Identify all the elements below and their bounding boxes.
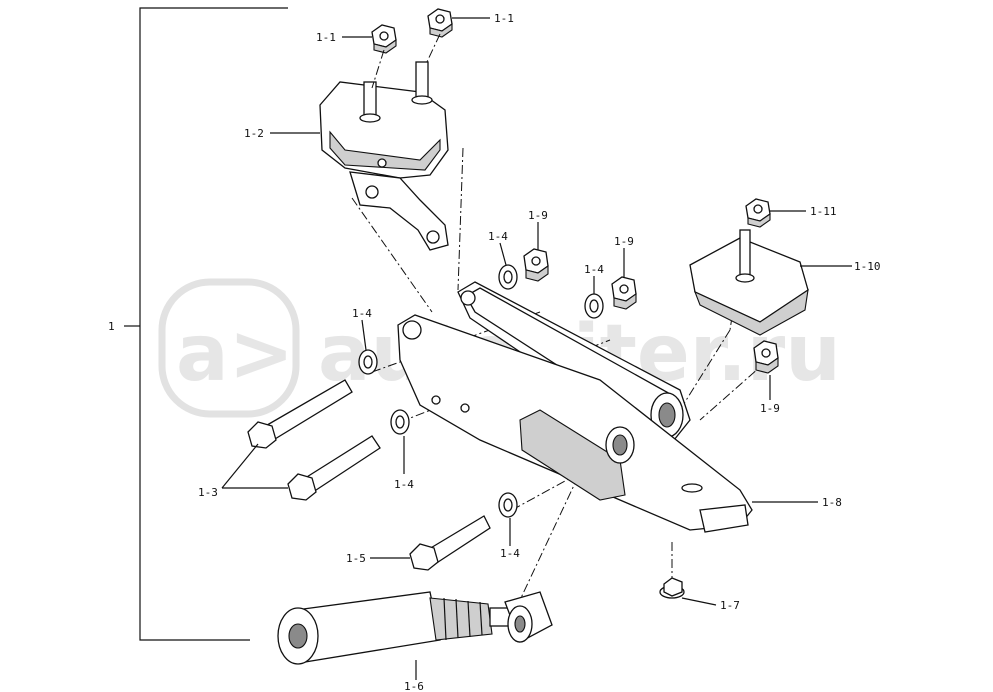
label-nut-top: 1-11 [810, 205, 837, 218]
label-nut-1-1-right: 1-1 [494, 12, 514, 25]
flange-nut-1-7 [659, 577, 685, 599]
label-flange-nut: 1-7 [720, 599, 740, 612]
label-rear-mount: 1-10 [854, 260, 881, 273]
label-washer-d: 1-4 [394, 478, 414, 491]
bolt-1-3-upper [247, 379, 353, 449]
nut-1-9-b [611, 276, 637, 310]
label-bolt-short: 1-5 [346, 552, 366, 565]
nut-1-1-right [427, 8, 453, 38]
label-nut-1-9-c: 1-9 [760, 402, 780, 415]
nut-1-9-a [523, 248, 549, 282]
rear-mount [689, 229, 809, 336]
label-washer-a: 1-4 [488, 230, 508, 243]
nut-1-1-left [371, 24, 397, 54]
label-upper-mount: 1-2 [244, 127, 264, 140]
label-washer-e: 1-4 [500, 547, 520, 560]
assembly-bracket [124, 7, 288, 641]
label-bracket: 1-8 [822, 496, 842, 509]
svg-text:a>: a> [176, 309, 294, 399]
label-assembly: 1 [108, 320, 115, 333]
label-washer-b: 1-4 [584, 263, 604, 276]
part-labels: 1 1-1 1-1 1-2 1-3 1-4 1-9 1-4 1-9 1-4 1-… [108, 12, 881, 692]
upper-mount [319, 61, 449, 251]
nut-1-9-c [753, 340, 779, 374]
label-bolts: 1-3 [198, 486, 218, 499]
label-washer-c: 1-4 [352, 307, 372, 320]
bolt-1-3-lower [287, 435, 381, 501]
label-nut-1-9-a: 1-9 [528, 209, 548, 222]
label-shock-absorber: 1-6 [404, 680, 424, 692]
label-nut-1-1-left: 1-1 [316, 31, 336, 44]
washers [358, 264, 604, 518]
leader-lines [221, 17, 852, 680]
shock-absorber [277, 591, 553, 665]
lower-plate [397, 314, 753, 533]
nut-1-11 [745, 198, 771, 228]
bolt-1-5 [409, 515, 491, 571]
label-nut-1-9-b: 1-9 [614, 235, 634, 248]
